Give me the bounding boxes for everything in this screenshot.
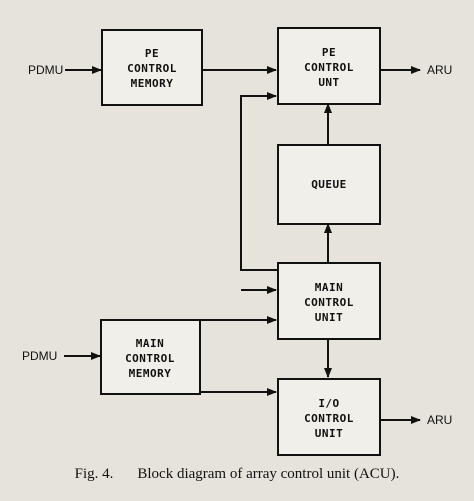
box-label-line: MEMORY [131,77,174,90]
io-labels: PDMU ARU PDMU ARU [22,63,452,427]
queue-box: QUEUE [277,144,381,225]
box-label-line: MAIN [136,337,165,350]
io-control-unit-box: I/O CONTROL UNIT [277,378,381,456]
box-label-line: I/O [318,397,339,410]
figure-number: Fig. 4. [74,466,114,482]
box-label-line: UNIT [315,311,344,324]
box-label-line: CONTROL [304,412,354,425]
box-label-line: MEMORY [129,367,172,380]
figure-caption: Fig. 4. Block diagram of array control un… [0,466,474,483]
box-label-line: CONTROL [304,296,354,309]
pe-control-memory-box: PE CONTROL MEMORY [101,29,203,106]
figure-caption-text: Block diagram of array control unit (ACU… [137,466,400,482]
pdmu-bottom-label: PDMU [22,349,57,363]
pe-control-unit-box: PE CONTROL UNT [277,27,381,105]
box-label-line: MAIN [315,281,344,294]
box-label-line: QUEUE [311,178,347,191]
main-control-memory-box: MAIN CONTROL MEMORY [100,319,201,395]
box-label-line: CONTROL [127,62,177,75]
pdmu-top-label: PDMU [28,63,63,77]
box-label-line: CONTROL [125,352,175,365]
box-label-line: PE [322,46,336,59]
arrow-main-memory-to-main-control-unit [199,316,277,340]
box-label-line: UNT [318,76,339,89]
main-control-unit-box: MAIN CONTROL UNIT [277,262,381,340]
arrow-feedback-to-pe-control-unit [240,92,277,271]
box-label-line: PE [145,47,159,60]
aru-bottom-label: ARU [427,413,452,427]
aru-top-label: ARU [427,63,452,77]
box-label-line: UNIT [315,427,344,440]
box-label-line: CONTROL [304,61,354,74]
